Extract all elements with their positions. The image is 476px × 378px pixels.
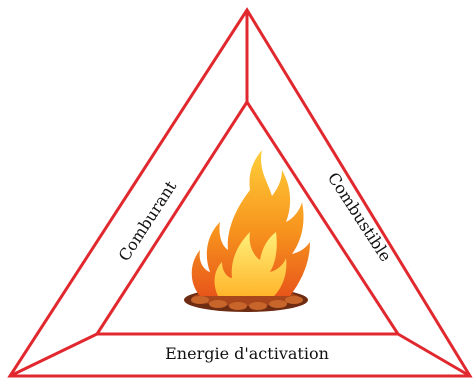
label-energie-activation: Energie d'activation (165, 344, 329, 363)
outer-triangle (10, 10, 470, 376)
connector-right (398, 334, 470, 376)
fire-icon (184, 150, 310, 312)
label-combustible: Combustible (324, 169, 396, 265)
